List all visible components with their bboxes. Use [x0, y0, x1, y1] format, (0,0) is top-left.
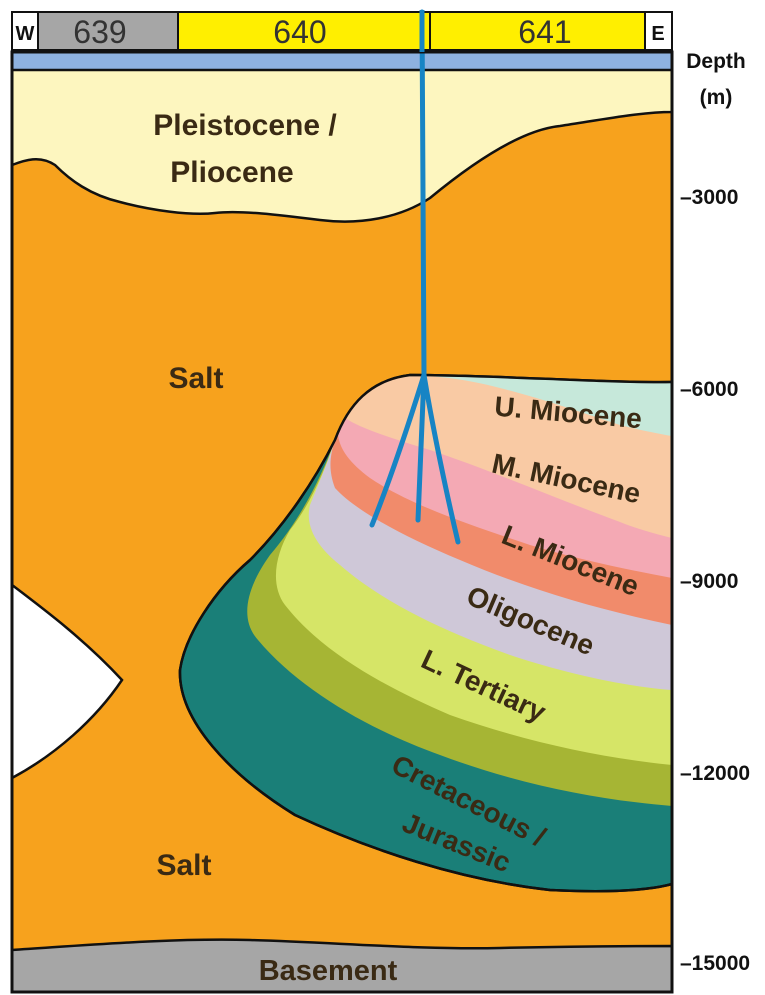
block-641-label: 641 — [518, 14, 571, 50]
depth-tick-6000: –6000 — [680, 378, 738, 401]
depth-unit: (m) — [700, 86, 733, 109]
pleistocene-label-1: Pleistocene / — [153, 109, 337, 142]
basement-label: Basement — [259, 955, 398, 987]
west-label: W — [16, 23, 35, 45]
salt-label-upper: Salt — [168, 362, 223, 395]
east-label: E — [651, 23, 664, 45]
pleistocene-label-2: Pliocene — [170, 156, 293, 189]
salt-label-lower: Salt — [156, 849, 211, 882]
block-639-label: 639 — [73, 14, 126, 50]
block-640-label: 640 — [273, 14, 326, 50]
depth-tick-15000: –15000 — [680, 952, 750, 975]
depth-tick-3000: –3000 — [680, 186, 738, 209]
depth-tick-12000: –12000 — [680, 762, 750, 785]
depth-title: Depth — [686, 50, 746, 73]
water-layer — [12, 52, 672, 70]
depth-tick-9000: –9000 — [680, 570, 738, 593]
